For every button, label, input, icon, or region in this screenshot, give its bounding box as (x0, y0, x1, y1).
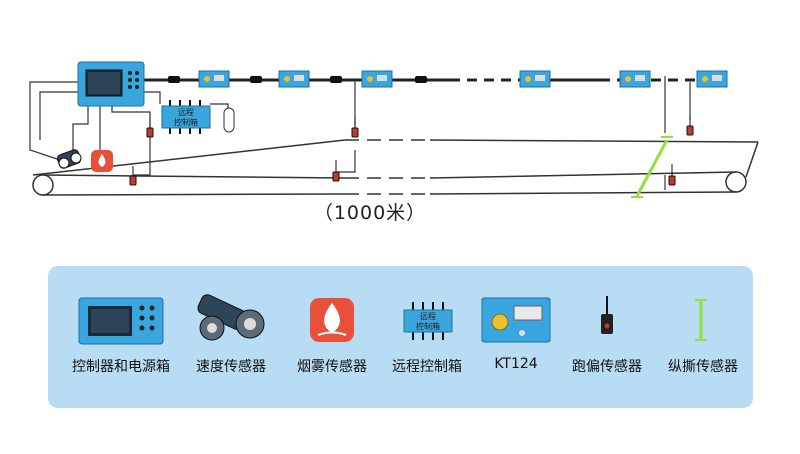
deviation-sensor-icon (601, 296, 613, 334)
legend-label-controller: 控制器和电源箱 (72, 359, 170, 375)
remote-box-line1: 远程 (178, 108, 194, 117)
conveyor-belt (32, 139, 759, 196)
tear-sensor-icon (695, 299, 707, 341)
speed-sensor-icon (197, 294, 265, 341)
legend-label-kt124: KT124 (494, 356, 538, 372)
kt124-unit (696, 70, 728, 88)
remote-box-line2: 控制箱 (174, 117, 198, 127)
remote-control-box: 远程 控制箱 (161, 100, 211, 134)
kt124-phone-icon (481, 297, 551, 343)
legend-panel (48, 266, 753, 408)
kt124-unit (519, 70, 551, 88)
legend-remote-box-line2: 控制箱 (416, 321, 440, 331)
deviation-sensor (146, 118, 154, 138)
deviation-sensor (668, 164, 676, 186)
cable-connectors (168, 76, 427, 83)
tear-sensor (631, 136, 673, 198)
kt124-units (198, 70, 728, 88)
smoke-sensor-icon (310, 298, 354, 342)
legend-label-smoke-sensor: 烟雾传感器 (297, 359, 367, 375)
legend-label-remote-box: 远程控制箱 (392, 359, 462, 375)
deviation-sensor (686, 116, 694, 136)
deviation-sensor (332, 160, 340, 182)
controller-icon (78, 297, 164, 345)
legend-label-speed-sensor: 速度传感器 (196, 359, 266, 375)
legend-label-tear-sensor: 纵撕传感器 (668, 359, 738, 375)
belt-length-label: （1000米） (313, 202, 427, 224)
kt124-unit (619, 70, 651, 88)
kt124-unit (361, 70, 393, 88)
legend-remote-box-line1: 远程 (420, 312, 436, 321)
kt124-unit (278, 70, 310, 88)
legend-label-deviation-sensor: 跑偏传感器 (572, 359, 642, 375)
control-wiring (29, 76, 691, 190)
speed-sensor (56, 149, 82, 169)
deviation-sensor (129, 166, 137, 186)
deviation-sensors (129, 116, 694, 186)
kt124-unit (198, 70, 230, 88)
clamp-icon (223, 107, 235, 133)
controller-box (77, 61, 145, 107)
deviation-sensor (351, 118, 359, 138)
remote-control-box-icon: 远程 控制箱 (403, 302, 453, 340)
smoke-sensor (91, 150, 113, 172)
